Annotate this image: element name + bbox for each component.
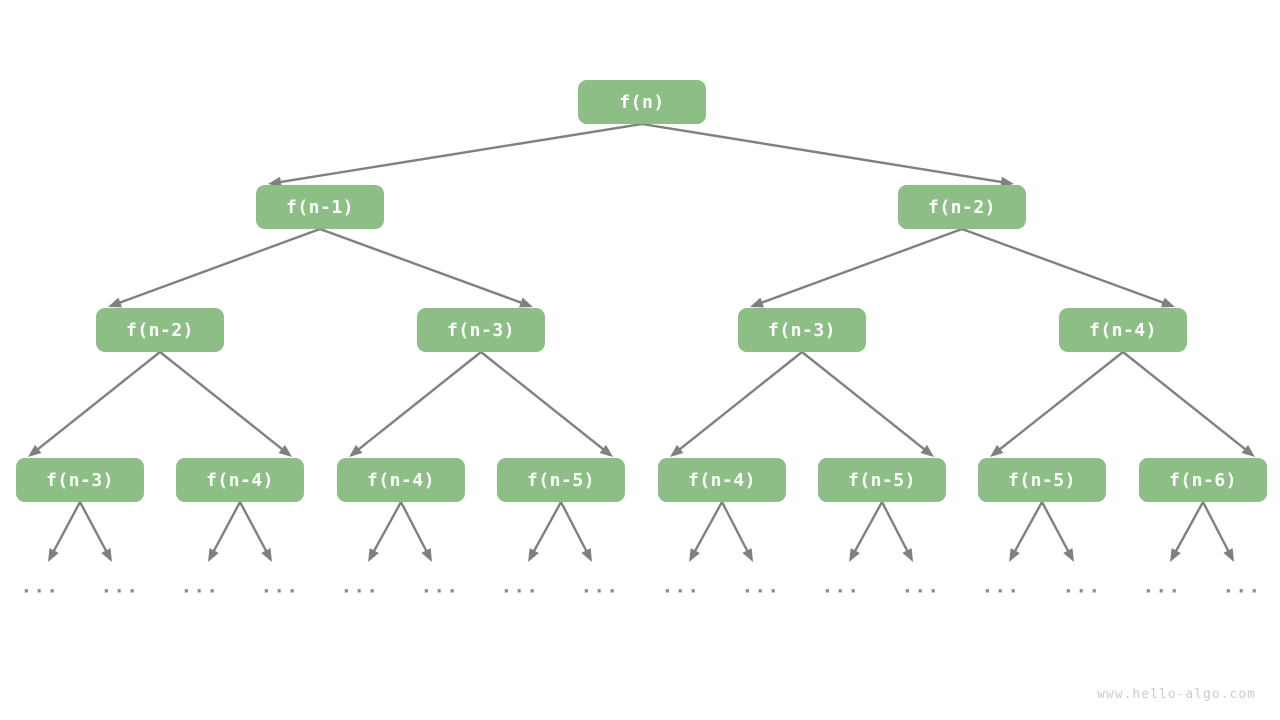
- tree-node: f(n-5): [497, 458, 625, 502]
- tree-node-label: f(n-4): [205, 469, 275, 491]
- tree-node-label: f(n-2): [125, 319, 195, 341]
- tree-node-label: f(n-4): [1088, 319, 1158, 341]
- ellipsis-marker: ...: [741, 575, 781, 598]
- tree-leaf-edge: [78, 500, 112, 562]
- ellipsis-marker: ...: [1222, 575, 1262, 598]
- tree-edge: [960, 227, 1175, 308]
- tree-node-label: f(n-5): [1007, 469, 1077, 491]
- tree-node: f(n-4): [1059, 308, 1187, 352]
- tree-node: f(n-2): [96, 308, 224, 352]
- tree-node-label: f(n-3): [45, 469, 115, 491]
- tree-edge: [318, 227, 533, 308]
- tree-node-label: f(n-1): [285, 196, 355, 218]
- tree-edge: [990, 350, 1125, 457]
- tree-edge: [28, 350, 162, 457]
- tree-node: f(n-5): [818, 458, 946, 502]
- ellipsis-marker: ...: [340, 575, 380, 598]
- ellipsis-marker: ...: [821, 575, 861, 598]
- tree-leaf-edge: [399, 500, 432, 562]
- tree-leaf-edge: [528, 500, 563, 562]
- ellipsis-marker: ...: [901, 575, 941, 598]
- tree-node: f(n-2): [898, 185, 1026, 229]
- tree-leaf-edge: [1040, 500, 1074, 562]
- tree-leaf-edge: [1170, 500, 1205, 562]
- tree-edge: [800, 350, 934, 457]
- tree-node: f(n-5): [978, 458, 1106, 502]
- tree-node: f(n-4): [658, 458, 786, 502]
- tree-leaf-edge: [1201, 500, 1234, 562]
- ellipsis-marker: ...: [420, 575, 460, 598]
- ellipsis-marker: ...: [260, 575, 300, 598]
- tree-edge: [349, 350, 483, 457]
- tree-node: f(n-1): [256, 185, 384, 229]
- tree-edge: [1121, 350, 1255, 457]
- tree-leaf-edge: [689, 500, 724, 562]
- tree-node-label: f(n-6): [1168, 469, 1238, 491]
- ellipsis-marker: ...: [100, 575, 140, 598]
- tree-node: f(n-3): [417, 308, 545, 352]
- tree-node-label: f(n-3): [767, 319, 837, 341]
- ellipsis-marker: ...: [1142, 575, 1182, 598]
- tree-leaf-edge: [208, 500, 242, 562]
- tree-leaf-edge: [238, 500, 272, 562]
- ellipsis-marker: ...: [20, 575, 60, 598]
- tree-node: f(n-4): [176, 458, 304, 502]
- ellipsis-marker: ...: [981, 575, 1021, 598]
- ellipsis-marker: ...: [1062, 575, 1102, 598]
- tree-leaf-edge: [48, 500, 82, 562]
- tree-edge: [268, 122, 644, 188]
- tree-edge: [479, 350, 613, 457]
- tree-leaf-edge: [559, 500, 592, 562]
- tree-edge: [750, 227, 964, 308]
- tree-leaf-edge: [1009, 500, 1044, 562]
- tree-node: f(n-4): [337, 458, 465, 502]
- ellipsis-marker: ...: [580, 575, 620, 598]
- tree-node: f(n-3): [738, 308, 866, 352]
- tree-node-label: f(n): [619, 91, 665, 113]
- tree-edge: [158, 350, 292, 457]
- tree-edge: [670, 350, 804, 457]
- ellipsis-marker: ...: [661, 575, 701, 598]
- tree-leaf-edge: [880, 500, 913, 562]
- tree-node-label: f(n-5): [526, 469, 596, 491]
- tree-node-label: f(n-2): [927, 196, 997, 218]
- tree-edge: [640, 122, 1014, 188]
- tree-node-label: f(n-3): [446, 319, 516, 341]
- tree-leaf-edge: [368, 500, 403, 562]
- tree-node: f(n-6): [1139, 458, 1267, 502]
- tree-leaf-edge: [720, 500, 753, 562]
- tree-node: f(n-3): [16, 458, 144, 502]
- tree-leaf-edge: [849, 500, 884, 562]
- watermark-label: www.hello-algo.com: [1097, 687, 1256, 702]
- ellipsis-marker: ...: [500, 575, 540, 598]
- tree-node-label: f(n-4): [366, 469, 436, 491]
- tree-edge: [108, 227, 322, 308]
- tree-node-label: f(n-4): [687, 469, 757, 491]
- tree-node: f(n): [578, 80, 706, 124]
- tree-node-label: f(n-5): [847, 469, 917, 491]
- ellipsis-marker: ...: [180, 575, 220, 598]
